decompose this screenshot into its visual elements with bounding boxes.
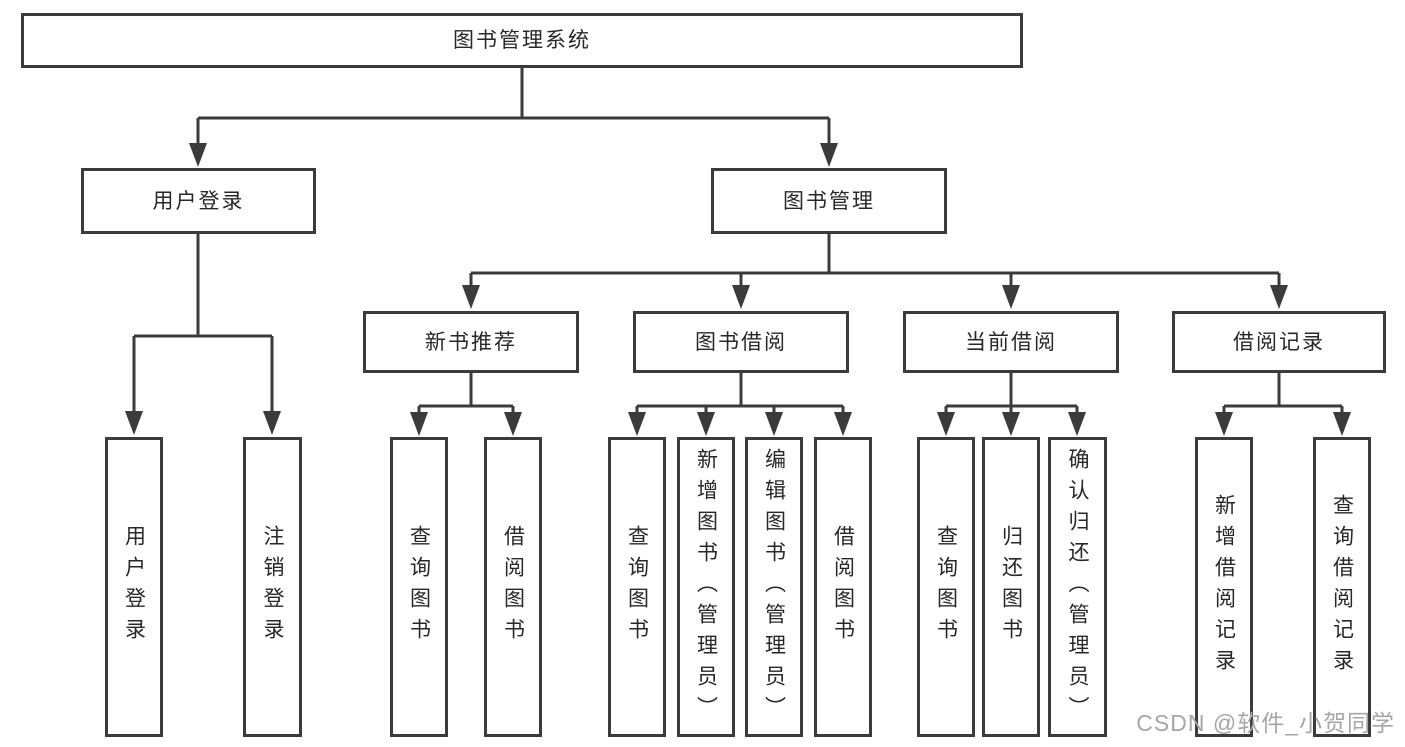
- leaf-query-book-current: 查询图书: [917, 437, 975, 737]
- leaf-query-book-borrow: 查询图书: [608, 437, 666, 737]
- arrowhead-icon: [410, 412, 428, 436]
- leaf-query-book-rec: 查询图书: [390, 437, 448, 737]
- arrowhead-icon: [1002, 285, 1020, 309]
- node-user-login: 用户登录: [81, 168, 316, 234]
- connector-borrow-record-leaves: [1215, 373, 1351, 436]
- leaf-borrow-book-rec: 借阅图书: [484, 437, 542, 737]
- connector-current-borrow-leaves: [937, 373, 1086, 436]
- connector-new-book-rec-leaves: [410, 373, 522, 436]
- arrowhead-icon: [732, 285, 750, 309]
- node-current-borrow: 当前借阅: [903, 311, 1119, 373]
- connector-user-login-leaves: [125, 234, 281, 435]
- leaf-logout-login: 注销登录: [243, 437, 302, 737]
- arrowhead-icon: [189, 143, 207, 167]
- leaf-user-login: 用户登录: [105, 437, 163, 737]
- arrowhead-icon: [834, 412, 852, 436]
- arrowhead-icon: [628, 412, 646, 436]
- arrowhead-icon: [820, 143, 838, 167]
- arrowhead-icon: [937, 412, 955, 436]
- arrowhead-icon: [697, 412, 715, 436]
- leaf-return-book: 归还图书: [982, 437, 1040, 737]
- arrowhead-icon: [1270, 285, 1288, 309]
- arrowhead-icon: [1215, 412, 1233, 436]
- node-book-mgmt: 图书管理: [711, 168, 947, 234]
- leaf-confirm-return-admin: 确认归还（管理员）: [1048, 437, 1107, 737]
- csdn-watermark: CSDN @软件_小贺同学: [1136, 710, 1395, 736]
- leaf-query-borrow-record: 查询借阅记录: [1313, 437, 1371, 737]
- leaf-add-borrow-record: 新增借阅记录: [1195, 437, 1253, 737]
- arrowhead-icon: [125, 411, 143, 435]
- leaf-borrow-book: 借阅图书: [814, 437, 872, 737]
- arrowhead-icon: [765, 412, 783, 436]
- arrowhead-icon: [1002, 412, 1020, 436]
- arrowhead-icon: [462, 285, 480, 309]
- connector-book-mgmt-to-level3: [462, 234, 1288, 309]
- arrowhead-icon: [504, 412, 522, 436]
- leaf-add-book-admin: 新增图书（管理员）: [677, 437, 735, 737]
- node-root-system: 图书管理系统: [21, 13, 1023, 68]
- node-book-borrow: 图书借阅: [633, 311, 849, 373]
- leaf-edit-book-admin: 编辑图书（管理员）: [745, 437, 803, 737]
- node-borrow-record: 借阅记录: [1172, 311, 1386, 373]
- connector-root-to-level2: [189, 68, 838, 167]
- arrowhead-icon: [1068, 412, 1086, 436]
- node-new-book-rec: 新书推荐: [363, 311, 579, 373]
- arrowhead-icon: [1333, 412, 1351, 436]
- arrowhead-icon: [263, 411, 281, 435]
- connector-book-borrow-leaves: [628, 373, 852, 436]
